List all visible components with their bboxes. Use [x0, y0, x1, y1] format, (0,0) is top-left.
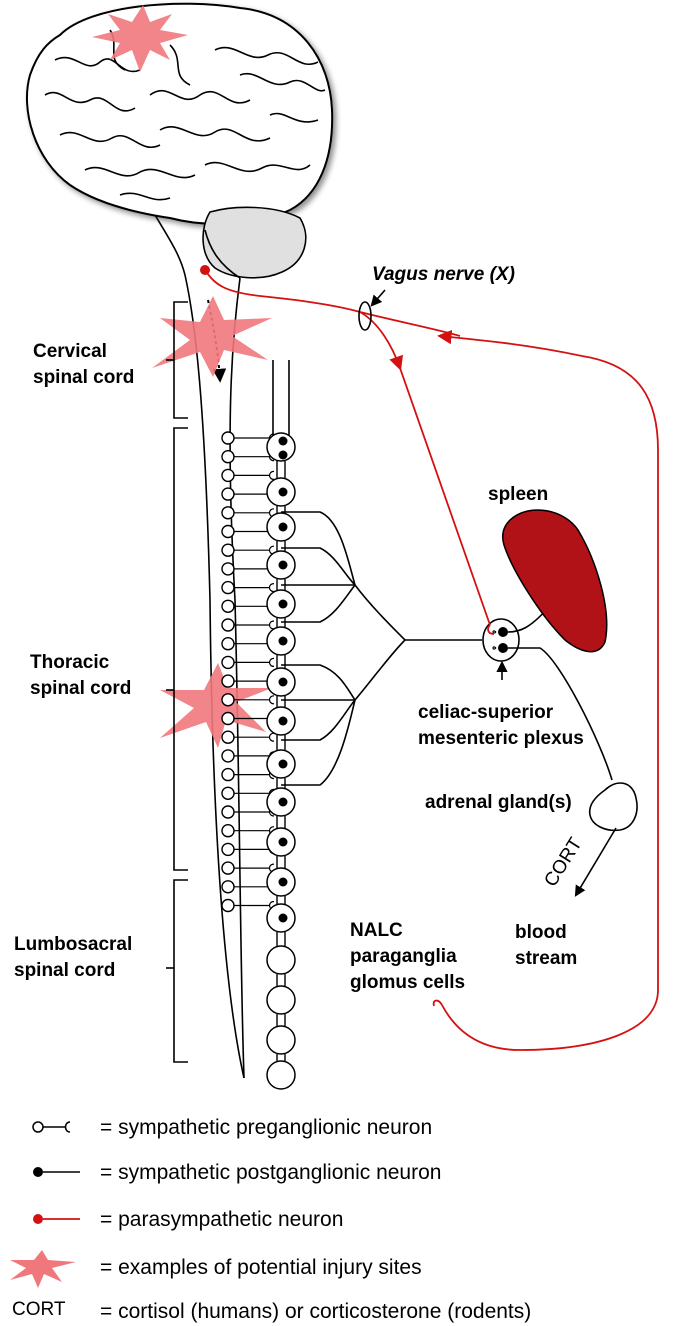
chain-ganglion: [267, 1026, 295, 1054]
legend-text-cort: = cortisol (humans) or corticosterone (r…: [100, 1300, 531, 1323]
preganglionic-neuron: [222, 675, 234, 687]
legend-symbol-injury: [10, 1250, 76, 1288]
legend-symbol-postganglionic: [33, 1167, 80, 1177]
legend-text-parasympathetic: = parasympathetic neuron: [100, 1208, 343, 1231]
cort-arrow: [576, 828, 616, 895]
postganglionic-neuron: [279, 437, 288, 446]
nalc-label-2: paraganglia: [350, 946, 457, 967]
synapse-terminal: [270, 658, 275, 666]
cort-arrow-label: CORT: [540, 834, 586, 891]
celiac-label-2: mesenteric plexus: [418, 728, 584, 749]
legend-symbol-cort: CORT: [12, 1299, 66, 1320]
nalc-label-3: glomus cells: [350, 972, 465, 993]
preganglionic-neuron: [222, 432, 234, 444]
postganglionic-neuron: [279, 717, 288, 726]
postganglionic-neuron: [279, 838, 288, 847]
chain-ganglion: [267, 946, 295, 974]
preganglionic-neuron: [222, 825, 234, 837]
legend-text-injury: = examples of potential injury sites: [100, 1256, 422, 1279]
legend-text-preganglionic: = sympathetic preganglionic neuron: [100, 1116, 432, 1139]
cervical-label-1: Cervical: [33, 341, 107, 362]
synapse-terminal: [270, 621, 275, 629]
synapse-terminal: [270, 733, 275, 741]
postganglionic-neuron: [279, 600, 288, 609]
preganglionic-neuron: [222, 731, 234, 743]
preganglionic-neuron: [222, 563, 234, 575]
lumbo-label-1: Lumbosacral: [14, 934, 132, 955]
preganglionic-neuron: [222, 544, 234, 556]
preganglionic-neuron: [222, 881, 234, 893]
adrenal-gland-icon: [590, 783, 637, 830]
injury-star-icon: [160, 663, 272, 748]
preganglionic-neuron: [222, 469, 234, 481]
preganglionic-neuron: [222, 900, 234, 912]
legend: CORT = sympathetic preganglionic neuron …: [10, 1116, 531, 1323]
thoracic-label-1: Thoracic: [30, 652, 110, 673]
nalc-label-1: NALC: [350, 920, 403, 941]
vagus-label: Vagus nerve (X): [372, 264, 515, 285]
preganglionic-neuron: [222, 713, 234, 725]
preganglionic-neuron: [222, 769, 234, 781]
adrenal-label: adrenal gland(s): [425, 792, 572, 813]
postganglionic-neuron: [279, 798, 288, 807]
preganglionic-neuron: [222, 638, 234, 650]
postganglionic-neuron: [279, 878, 288, 887]
preganglionic-neuron: [222, 451, 234, 463]
postganglionic-neuron: [279, 678, 288, 687]
preganglionic-neuron: [222, 600, 234, 612]
preganglionic-neuron: [222, 862, 234, 874]
preganglionic-neuron: [222, 656, 234, 668]
postganglionic-neuron: [279, 637, 288, 646]
chain-ganglion: [267, 1061, 295, 1089]
preganglionic-neuron: [222, 806, 234, 818]
thoracic-label-2: spinal cord: [30, 678, 131, 699]
postganglionic-neuron: [279, 523, 288, 532]
preganglionic-neuron: [222, 526, 234, 538]
preganglionic-neuron: [222, 694, 234, 706]
synapse-terminal: [270, 584, 275, 592]
postganglionic-neuron: [279, 561, 288, 570]
preganglionic-neuron: [222, 750, 234, 762]
synapse-terminal: [270, 696, 275, 704]
spleen-label: spleen: [488, 484, 548, 505]
preganglionic-neuron: [222, 582, 234, 594]
region-brackets: [166, 302, 188, 1062]
preganglionic-neuron: [222, 507, 234, 519]
legend-text-postganglionic: = sympathetic postganglionic neuron: [100, 1161, 441, 1184]
preganglionic-column: [222, 432, 274, 912]
preganglionic-neuron: [222, 619, 234, 631]
preganglionic-neuron: [222, 843, 234, 855]
blood-label-2: stream: [515, 948, 577, 969]
postganglionic-neuron: [279, 451, 288, 460]
postganglionic-neuron: [279, 760, 288, 769]
postganglionic-neuron: [279, 488, 288, 497]
chain-ganglion: [267, 986, 295, 1014]
blood-label-1: blood: [515, 922, 567, 943]
preganglionic-neuron: [222, 787, 234, 799]
legend-symbol-preganglionic: [33, 1122, 70, 1132]
postganglionic-neuron: [279, 914, 288, 923]
legend-symbol-parasympathetic: [33, 1214, 80, 1224]
synapse-terminal: [270, 471, 275, 479]
injury-star-icon: [152, 296, 272, 377]
celiac-label-1: celiac-superior: [418, 702, 554, 723]
lumbo-label-2: spinal cord: [14, 960, 115, 981]
brain-icon: [27, 4, 332, 278]
cervical-label-2: spinal cord: [33, 367, 134, 388]
preganglionic-neuron: [222, 488, 234, 500]
sympathetic-chain: [267, 360, 295, 1089]
